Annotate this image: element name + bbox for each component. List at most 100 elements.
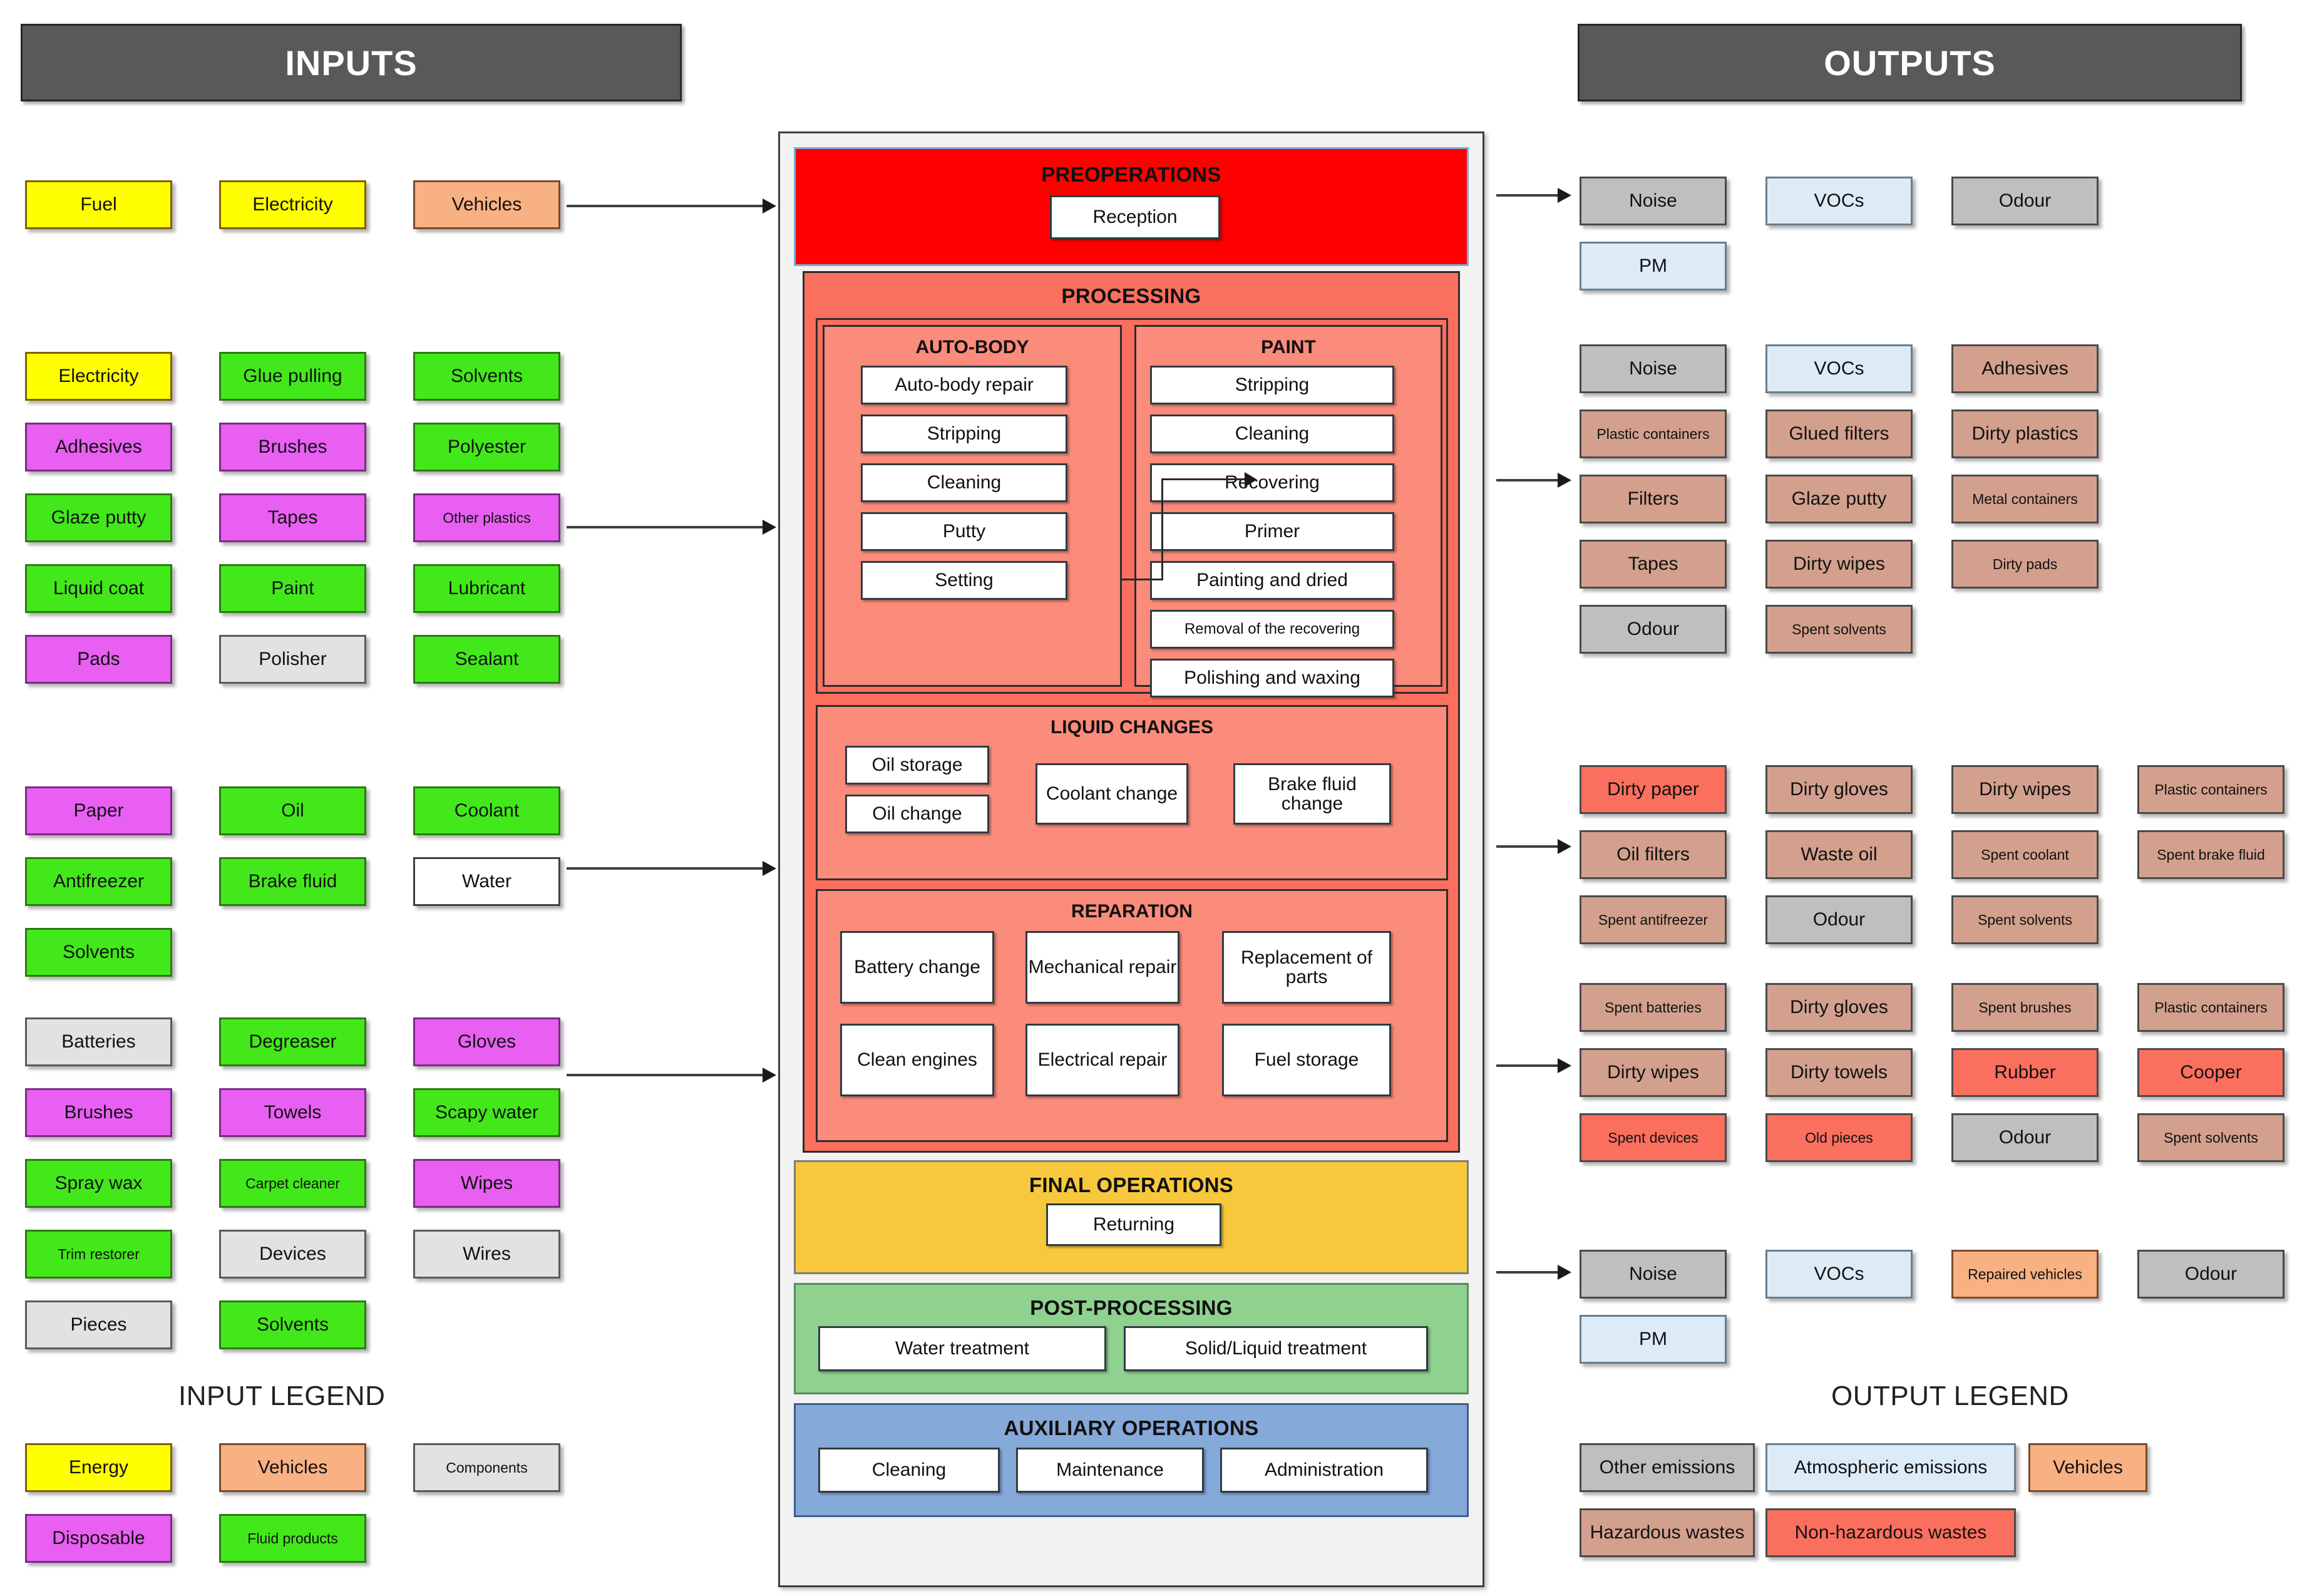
input-chip-polyester[interactable]: Polyester (413, 423, 560, 471)
output-chip-spent-antifreezer[interactable]: Spent antifreezer (1580, 895, 1727, 944)
process-box-paint-cleaning[interactable]: Cleaning (1150, 414, 1394, 453)
process-box-primer[interactable]: Primer (1150, 512, 1394, 551)
output-chip-old-pieces[interactable]: Old pieces (1765, 1113, 1913, 1162)
input-chip-carpet-cleaner[interactable]: Carpet cleaner (219, 1159, 366, 1208)
input-chip-glaze-putty[interactable]: Glaze putty (25, 493, 172, 542)
output-chip-noise[interactable]: Noise (1580, 177, 1727, 225)
output-chip-vocs[interactable]: VOCs (1765, 344, 1913, 393)
process-box-painting-and-dried[interactable]: Painting and dried (1150, 561, 1394, 600)
input-chip-paper[interactable]: Paper (25, 786, 172, 835)
output-chip-spent-solvents[interactable]: Spent solvents (1765, 605, 1913, 654)
output-chip-dirty-paper[interactable]: Dirty paper (1580, 765, 1727, 814)
process-box-recovering[interactable]: Recovering (1150, 463, 1394, 502)
input-chip-electricity[interactable]: Electricity (25, 352, 172, 401)
input-chip-brushes[interactable]: Brushes (25, 1088, 172, 1137)
input-chip-trim-restorer[interactable]: Trim restorer (25, 1230, 172, 1279)
output-chip-spent-batteries[interactable]: Spent batteries (1580, 983, 1727, 1032)
process-box-auto-body-repair[interactable]: Auto-body repair (861, 366, 1067, 404)
process-box-oil-storage[interactable]: Oil storage (845, 746, 989, 785)
process-box-cleaning[interactable]: Cleaning (861, 463, 1067, 502)
output-legend-chip-non-hazardous-wastes[interactable]: Non-hazardous wastes (1765, 1508, 2016, 1557)
output-chip-vocs[interactable]: VOCs (1765, 177, 1913, 225)
output-chip-plastic-containers[interactable]: Plastic containers (1580, 409, 1727, 458)
output-chip-dirty-towels[interactable]: Dirty towels (1765, 1048, 1913, 1097)
output-chip-filters[interactable]: Filters (1580, 475, 1727, 523)
input-chip-gloves[interactable]: Gloves (413, 1017, 560, 1066)
output-chip-waste-oil[interactable]: Waste oil (1765, 830, 1913, 879)
input-chip-glue-pulling[interactable]: Glue pulling (219, 352, 366, 401)
output-chip-dirty-gloves[interactable]: Dirty gloves (1765, 983, 1913, 1032)
process-box-paint-stripping[interactable]: Stripping (1150, 366, 1394, 404)
output-chip-cooper[interactable]: Cooper (2137, 1048, 2284, 1097)
input-chip-coolant[interactable]: Coolant (413, 786, 560, 835)
process-box-cleaning[interactable]: Cleaning (818, 1448, 1000, 1493)
input-chip-wires[interactable]: Wires (413, 1230, 560, 1279)
output-chip-odour[interactable]: Odour (1765, 895, 1913, 944)
process-box-coolant-change[interactable]: Coolant change (1035, 763, 1188, 825)
input-chip-adhesives[interactable]: Adhesives (25, 423, 172, 471)
input-chip-solvents[interactable]: Solvents (413, 352, 560, 401)
input-chip-towels[interactable]: Towels (219, 1088, 366, 1137)
process-box-administration[interactable]: Administration (1220, 1448, 1428, 1493)
process-box-solid-liquid-treatment[interactable]: Solid/Liquid treatment (1124, 1326, 1428, 1371)
input-chip-vehicles[interactable]: Vehicles (413, 180, 560, 229)
output-chip-odour[interactable]: Odour (1580, 605, 1727, 654)
output-chip-dirty-pads[interactable]: Dirty pads (1951, 540, 2099, 589)
process-box-water-treatment[interactable]: Water treatment (818, 1326, 1106, 1371)
input-chip-polisher[interactable]: Polisher (219, 635, 366, 684)
process-box-removal-of-the-recovering[interactable]: Removal of the recovering (1150, 610, 1394, 649)
input-chip-electricity[interactable]: Electricity (219, 180, 366, 229)
output-chip-pm[interactable]: PM (1580, 1315, 1727, 1364)
input-chip-brake-fluid[interactable]: Brake fluid (219, 857, 366, 906)
output-chip-odour[interactable]: Odour (1951, 1113, 2099, 1162)
output-chip-dirty-gloves[interactable]: Dirty gloves (1765, 765, 1913, 814)
process-box-oil-change[interactable]: Oil change (845, 795, 989, 833)
input-chip-pads[interactable]: Pads (25, 635, 172, 684)
output-chip-spent-brushes[interactable]: Spent brushes (1951, 983, 2099, 1032)
input-chip-liquid-coat[interactable]: Liquid coat (25, 564, 172, 613)
output-chip-plastic-containers[interactable]: Plastic containers (2137, 765, 2284, 814)
output-chip-spent-coolant[interactable]: Spent coolant (1951, 830, 2099, 879)
process-box-stripping[interactable]: Stripping (861, 414, 1067, 453)
output-legend-chip-vehicles[interactable]: Vehicles (2028, 1443, 2147, 1492)
output-chip-pm[interactable]: PM (1580, 242, 1727, 291)
process-box-electrical-repair[interactable]: Electrical repair (1025, 1024, 1179, 1096)
output-chip-spent-solvents[interactable]: Spent solvents (1951, 895, 2099, 944)
input-chip-degreaser[interactable]: Degreaser (219, 1017, 366, 1066)
process-box-clean-engines[interactable]: Clean engines (840, 1024, 994, 1096)
output-chip-repaired-vehicles[interactable]: Repaired vehicles (1951, 1250, 2099, 1299)
output-chip-noise[interactable]: Noise (1580, 1250, 1727, 1299)
input-chip-devices[interactable]: Devices (219, 1230, 366, 1279)
output-legend-chip-other-emissions[interactable]: Other emissions (1580, 1443, 1755, 1492)
process-box-mechanical-repair[interactable]: Mechanical repair (1025, 931, 1179, 1004)
output-chip-glaze-putty[interactable]: Glaze putty (1765, 475, 1913, 523)
output-chip-spent-solvents[interactable]: Spent solvents (2137, 1113, 2284, 1162)
output-chip-oil-filters[interactable]: Oil filters (1580, 830, 1727, 879)
input-chip-spray-wax[interactable]: Spray wax (25, 1159, 172, 1208)
output-chip-odour[interactable]: Odour (2137, 1250, 2284, 1299)
process-box-polishing-and-waxing[interactable]: Polishing and waxing (1150, 659, 1394, 698)
process-box-returning[interactable]: Returning (1046, 1203, 1221, 1246)
output-chip-spent-devices[interactable]: Spent devices (1580, 1113, 1727, 1162)
output-chip-odour[interactable]: Odour (1951, 177, 2099, 225)
output-chip-spent-brake-fluid[interactable]: Spent brake fluid (2137, 830, 2284, 879)
input-chip-antifreezer[interactable]: Antifreezer (25, 857, 172, 906)
input-legend-chip-disposable[interactable]: Disposable (25, 1514, 172, 1563)
output-chip-dirty-plastics[interactable]: Dirty plastics (1951, 409, 2099, 458)
input-chip-tapes[interactable]: Tapes (219, 493, 366, 542)
input-chip-other-plastics[interactable]: Other plastics (413, 493, 560, 542)
input-legend-chip-vehicles[interactable]: Vehicles (219, 1443, 366, 1492)
input-chip-pieces[interactable]: Pieces (25, 1300, 172, 1349)
process-box-setting[interactable]: Setting (861, 561, 1067, 600)
input-chip-wipes[interactable]: Wipes (413, 1159, 560, 1208)
process-box-putty[interactable]: Putty (861, 512, 1067, 551)
output-chip-rubber[interactable]: Rubber (1951, 1048, 2099, 1097)
process-box-battery-change[interactable]: Battery change (840, 931, 994, 1004)
output-chip-dirty-wipes[interactable]: Dirty wipes (1765, 540, 1913, 589)
process-box-brake-fluid-change[interactable]: Brake fluid change (1233, 763, 1391, 825)
input-chip-scapy-water[interactable]: Scapy water (413, 1088, 560, 1137)
output-chip-tapes[interactable]: Tapes (1580, 540, 1727, 589)
output-chip-dirty-wipes[interactable]: Dirty wipes (1580, 1048, 1727, 1097)
input-legend-chip-energy[interactable]: Energy (25, 1443, 172, 1492)
input-chip-batteries[interactable]: Batteries (25, 1017, 172, 1066)
